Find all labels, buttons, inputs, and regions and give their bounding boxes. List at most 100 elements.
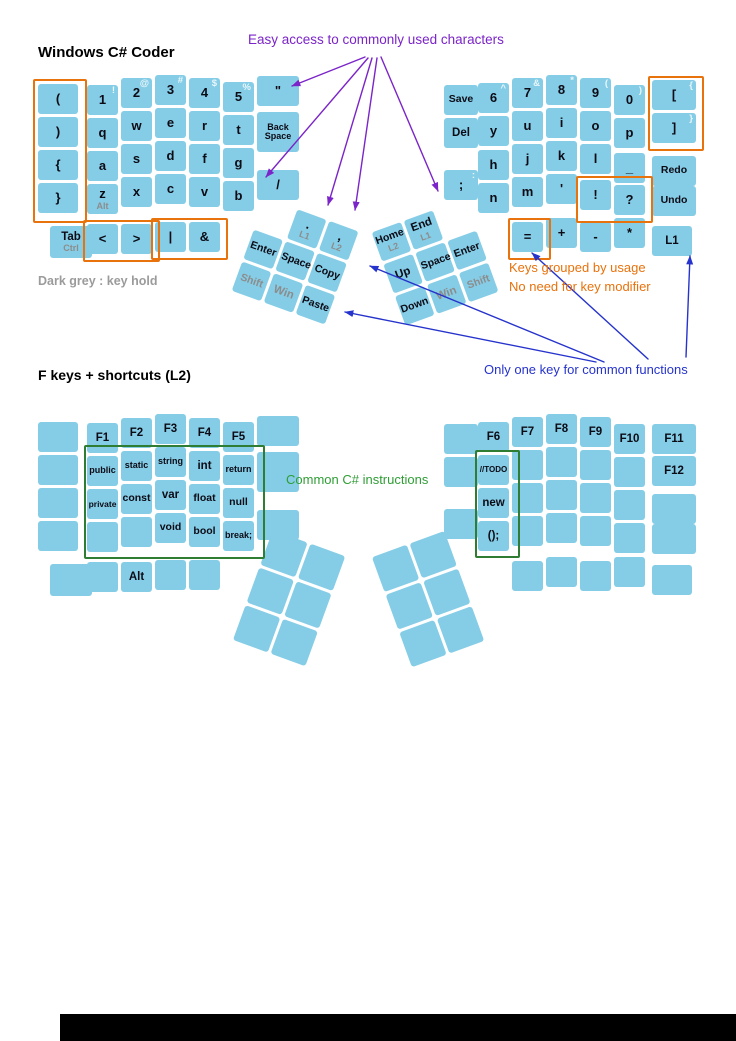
key-blank (87, 562, 118, 592)
key-blank (652, 524, 696, 554)
key-label: Up (393, 265, 413, 282)
page-title: Windows C# Coder (38, 44, 175, 61)
key-label: ? (625, 192, 634, 208)
orange-highlight-box (576, 176, 653, 223)
key-label: null (229, 496, 248, 509)
key-symbol: ) (38, 117, 78, 147)
key-label: v (200, 184, 209, 200)
key-label: Shift (465, 272, 492, 292)
key-label: o (591, 118, 600, 134)
purple-arrow (327, 57, 373, 206)
key-symbol: ? (614, 185, 645, 215)
key-g: g (223, 148, 254, 178)
key-label: 8 (557, 82, 566, 98)
key-label: F12 (664, 464, 684, 477)
key-blank (580, 516, 611, 546)
key-label: Copy (312, 262, 342, 283)
key-label: j (525, 151, 530, 167)
key-i: i (546, 108, 577, 138)
key-7: &7 (512, 78, 543, 108)
key-label: Shift (238, 271, 265, 291)
key-symbol: < (87, 224, 118, 254)
key-k: k (546, 141, 577, 171)
key-shift-symbol: : (471, 170, 475, 181)
key-shift-symbol: $ (211, 78, 217, 89)
key-label: 3 (166, 82, 175, 98)
key-p: p (614, 118, 645, 148)
key-symbol: * (614, 218, 645, 248)
key-hold-label: L2 (386, 240, 401, 254)
footer-bar (60, 1014, 736, 1041)
key-label: 6 (489, 90, 498, 106)
key-label: F1 (95, 431, 110, 444)
key-b: b (223, 181, 254, 211)
key-f12: F12 (652, 456, 696, 486)
key-static: static (121, 451, 152, 481)
key-label: 7 (523, 85, 532, 101)
key-shift-symbol: @ (139, 78, 149, 89)
key-f4: F4 (189, 418, 220, 448)
key-label: Enter (452, 239, 482, 261)
key-blank (652, 494, 696, 524)
key-label: p (625, 125, 634, 141)
key-symbol: & (189, 222, 220, 252)
key-label: r (201, 118, 208, 134)
key-label: a (98, 158, 107, 174)
key-blank (546, 447, 577, 477)
key-blank (652, 565, 692, 595)
key-l: l (580, 144, 611, 174)
key-paste: Paste (295, 284, 336, 325)
key-blank (50, 564, 92, 596)
key-label: / (276, 177, 280, 193)
key-f3: F3 (155, 414, 186, 444)
key-blank (87, 522, 118, 552)
key-label: Tab (61, 230, 81, 243)
key-3: #3 (155, 75, 186, 105)
key-blank (512, 483, 543, 513)
key-label: F11 (664, 432, 684, 445)
key-label: d (166, 148, 175, 164)
key-todo: //TODO (478, 455, 509, 485)
key-s: s (121, 144, 152, 174)
key-6: ^6 (478, 83, 509, 113)
key-label: < (98, 231, 107, 247)
key-f2: F2 (121, 418, 152, 448)
key-label: return (225, 464, 252, 475)
key-label: (); (487, 529, 500, 542)
key-label: [ (671, 87, 677, 103)
key-f: f (189, 144, 220, 174)
key-symbol: / (257, 170, 299, 200)
key-shift-symbol: & (533, 78, 540, 89)
key-symbol: ! (580, 180, 611, 210)
key-blank (546, 557, 577, 587)
key-label: ( (55, 91, 61, 107)
key-v: v (189, 177, 220, 207)
key-var: var (155, 480, 186, 510)
key-4: $4 (189, 78, 220, 108)
key-blank (580, 561, 611, 591)
key-u: u (512, 111, 543, 141)
key-label: * (626, 225, 633, 241)
key-label: w (131, 118, 142, 134)
key-blank (512, 561, 543, 591)
annotation-common-csharp: Common C# instructions (286, 472, 429, 487)
key-symbol: > (121, 224, 152, 254)
key-private: private (87, 489, 118, 519)
key-d: d (155, 141, 186, 171)
key-new: new (478, 488, 509, 518)
key-label: q (98, 125, 107, 141)
green-highlight-box (475, 450, 520, 558)
key-label: - (593, 229, 598, 245)
key-h: h (478, 150, 509, 180)
key-label: k (557, 148, 566, 164)
key-label: static (124, 460, 149, 471)
key-label: Paste (300, 293, 331, 315)
key-shift-symbol: # (177, 75, 183, 86)
key-blank (580, 450, 611, 480)
annotation-easy-access: Easy access to commonly used characters (248, 32, 504, 47)
key-label: F4 (197, 426, 212, 439)
key-blank (38, 422, 78, 452)
key-label: , (336, 228, 345, 244)
key-shift-symbol: ) (638, 85, 642, 96)
